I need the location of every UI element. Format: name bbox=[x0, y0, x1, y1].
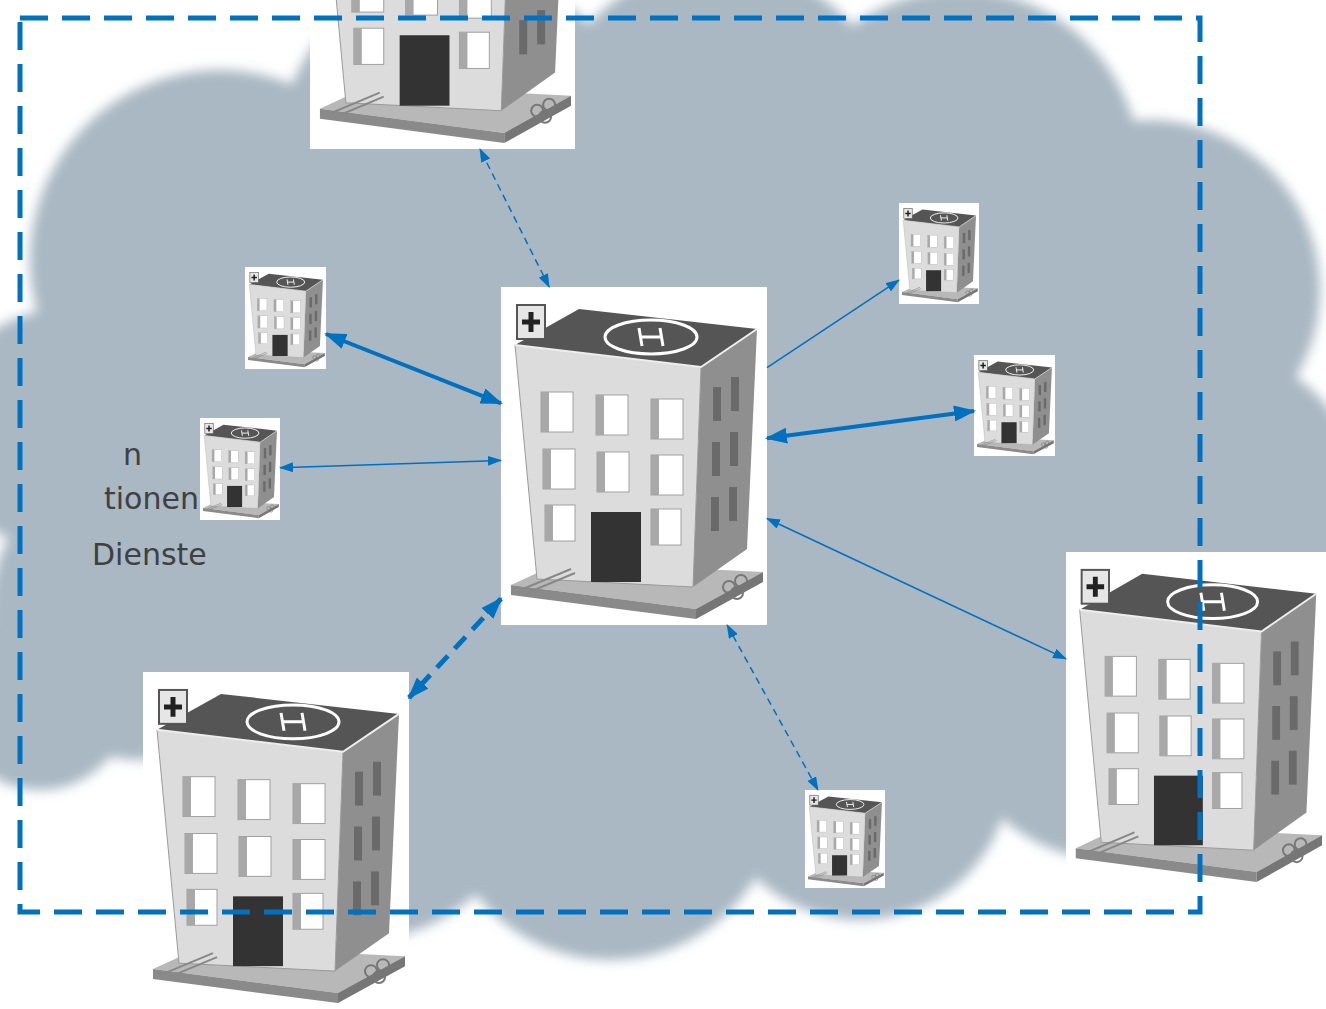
side-text: n bbox=[123, 440, 142, 470]
hospital-building bbox=[310, 0, 575, 149]
hospital-icon bbox=[200, 418, 280, 520]
hospital-icon bbox=[501, 287, 767, 625]
hospital-icon bbox=[245, 267, 326, 369]
network-connection bbox=[767, 519, 1066, 659]
network-connection bbox=[480, 149, 549, 287]
hospital-building bbox=[143, 672, 409, 1009]
hospital-icon bbox=[1066, 552, 1326, 888]
hospital-icon bbox=[974, 355, 1055, 456]
hospital-building bbox=[200, 418, 280, 520]
network-connection bbox=[727, 625, 818, 790]
hospital-building bbox=[501, 287, 767, 625]
network-connection bbox=[326, 334, 501, 403]
hospital-building bbox=[1066, 552, 1326, 888]
side-text: tionen bbox=[104, 484, 199, 514]
hospital-building bbox=[245, 267, 326, 369]
hospital-icon bbox=[310, 0, 575, 149]
network-connection bbox=[409, 599, 501, 698]
hospital-icon bbox=[805, 790, 885, 888]
hospital-building bbox=[974, 355, 1055, 456]
side-text: Dienste bbox=[92, 540, 207, 570]
network-connection bbox=[767, 280, 899, 368]
hospital-building bbox=[899, 203, 979, 304]
hospital-icon bbox=[899, 203, 979, 304]
hospital-icon bbox=[143, 672, 409, 1009]
hospital-building bbox=[805, 790, 885, 888]
dashed-boundary bbox=[20, 18, 1200, 912]
network-connection bbox=[767, 411, 974, 438]
network-connection bbox=[280, 460, 501, 467]
